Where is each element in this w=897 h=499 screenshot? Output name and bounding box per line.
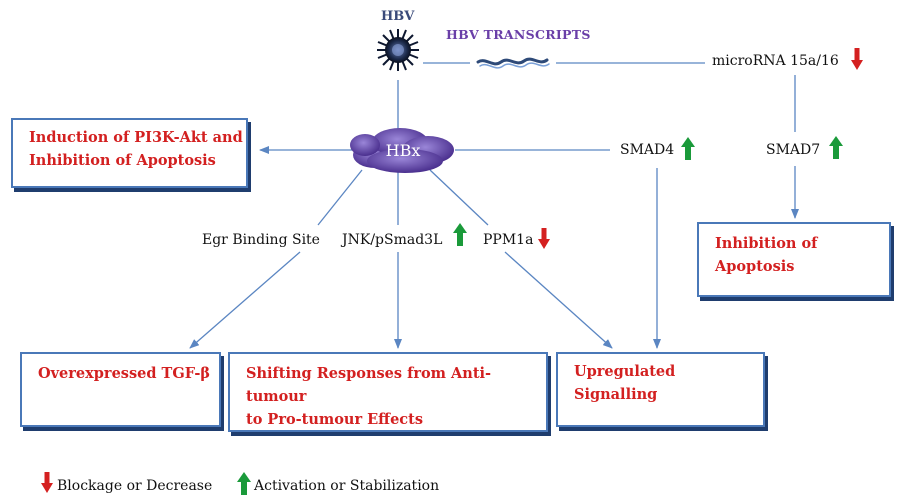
hbv-virus-icon bbox=[377, 29, 419, 71]
connector-hbx-egr bbox=[317, 169, 363, 226]
legend-activation-label: Activation or Stabilization bbox=[254, 478, 440, 494]
overexpressed-tgf-box: Overexpressed TGF-β bbox=[20, 352, 221, 427]
ppm1a-label: PPM1a bbox=[483, 232, 534, 248]
tgf-box-text: Overexpressed TGF-β bbox=[38, 365, 210, 382]
hbx-label: HBx bbox=[385, 140, 421, 160]
inhibition-apoptosis-box: Inhibition of Apoptosis bbox=[697, 222, 891, 297]
hbv-transcripts-label: HBV TRANSCRIPTS bbox=[446, 27, 591, 42]
jnk-psmad3l-label: JNK/pSmad3L bbox=[342, 232, 443, 248]
arrow-egr-tgf bbox=[189, 251, 301, 349]
hbx-node: HBx bbox=[348, 130, 458, 174]
apoptosis-box-text: Inhibition of Apoptosis bbox=[715, 235, 818, 275]
shifting-responses-box: Shifting Responses from Anti-tumour to P… bbox=[228, 352, 548, 432]
shifting-box-line2: to Pro-tumour Effects bbox=[246, 411, 424, 428]
connector-hbx-ppm bbox=[429, 169, 489, 226]
upregulated-box-text: Upregulated Signalling bbox=[574, 363, 676, 403]
smad7-up-arrow-icon bbox=[829, 136, 843, 159]
smad4-label: SMAD4 bbox=[620, 142, 675, 158]
legend-up-arrow-icon bbox=[237, 472, 251, 495]
microrna-label: microRNA 15a/16 bbox=[712, 53, 839, 69]
transcript-squiggle-icon bbox=[476, 57, 550, 69]
jnk-up-arrow-icon bbox=[453, 223, 467, 246]
egr-binding-site-label: Egr Binding Site bbox=[202, 232, 320, 248]
smad4-up-arrow-icon bbox=[681, 137, 695, 160]
legend-decrease-label: Blockage or Decrease bbox=[57, 478, 213, 494]
legend-down-arrow-icon bbox=[41, 472, 53, 493]
arrow-ppm-upregulated bbox=[504, 251, 613, 349]
smad7-label: SMAD7 bbox=[766, 142, 821, 158]
hbx-cloud-icon bbox=[350, 128, 454, 173]
ppm-down-arrow-icon bbox=[538, 228, 550, 249]
shifting-box-line1: Shifting Responses from Anti-tumour bbox=[246, 365, 492, 405]
pi3k-box-line2: Inhibition of Apoptosis bbox=[29, 152, 216, 169]
pi3k-box-line1: Induction of PI3K-Akt and bbox=[29, 129, 243, 146]
mirna-down-arrow-icon bbox=[851, 48, 863, 70]
hbv-label: HBV bbox=[381, 9, 415, 24]
pi3k-akt-box: Induction of PI3K-Akt and Inhibition of … bbox=[11, 118, 248, 188]
upregulated-signalling-box: Upregulated Signalling bbox=[556, 352, 765, 427]
